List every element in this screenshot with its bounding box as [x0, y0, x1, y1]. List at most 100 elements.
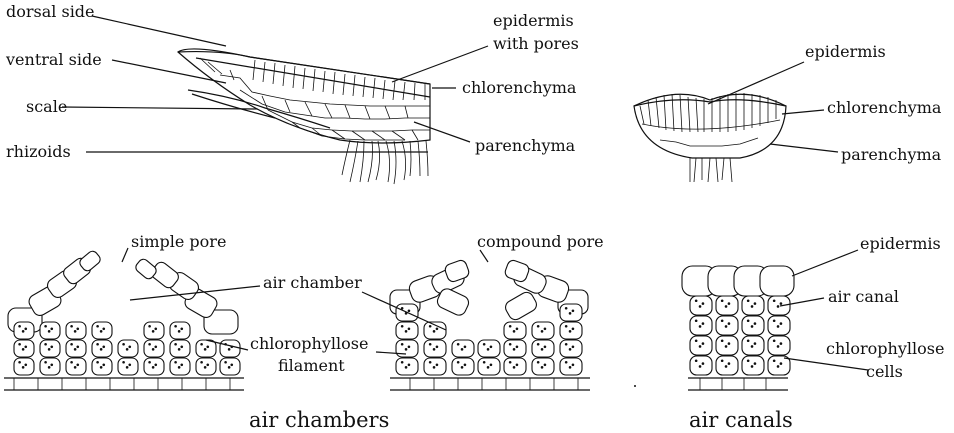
chloroplast — [224, 361, 227, 364]
chloroplast — [50, 328, 53, 331]
chloroplast — [22, 348, 25, 351]
chloroplast — [24, 346, 27, 349]
chloroplast — [565, 361, 568, 364]
label-chlorophyllose-filament-line2: filament — [278, 356, 345, 375]
chloroplast — [699, 305, 702, 308]
chloroplast — [725, 365, 728, 368]
chloroplast — [154, 346, 157, 349]
chloroplast — [429, 343, 432, 346]
chloroplast — [48, 330, 51, 333]
chloroplast — [401, 325, 404, 328]
chloroplast — [699, 365, 702, 368]
chloroplast — [702, 342, 705, 345]
chloroplast — [487, 366, 490, 369]
chloroplast — [780, 342, 783, 345]
chloroplast — [408, 364, 411, 367]
chloroplast — [102, 364, 105, 367]
chloroplast — [569, 366, 572, 369]
chloroplast — [754, 302, 757, 305]
chloroplast — [541, 348, 544, 351]
chloroplast — [18, 361, 21, 364]
chloroplast — [429, 325, 432, 328]
chloroplast — [405, 348, 408, 351]
chloroplast — [569, 330, 572, 333]
chloroplast — [152, 348, 155, 351]
air-chambers-detail — [4, 248, 260, 390]
chloroplast — [572, 328, 575, 331]
chloroplast — [509, 325, 512, 328]
chloroplast — [174, 361, 177, 364]
chloroplast — [200, 343, 203, 346]
chloroplast — [405, 330, 408, 333]
chloroplast — [721, 359, 724, 362]
chloroplast — [773, 319, 776, 322]
chloroplast — [18, 343, 21, 346]
chloroplast — [751, 305, 754, 308]
chloroplast — [728, 362, 731, 365]
chloroplast — [754, 342, 757, 345]
label-epidermis-with-pores-line2: with pores — [493, 34, 579, 53]
chloroplast — [457, 343, 460, 346]
chloroplast — [780, 302, 783, 305]
chloroplast — [699, 325, 702, 328]
caption-air-canals: air canals — [689, 408, 793, 432]
chloroplast — [565, 325, 568, 328]
chloroplast — [24, 364, 27, 367]
plant-cell — [716, 356, 738, 375]
chloroplast — [695, 299, 698, 302]
chloroplast — [401, 343, 404, 346]
chloroplast — [513, 348, 516, 351]
chloroplast — [695, 339, 698, 342]
chloroplast — [777, 305, 780, 308]
chloroplast — [429, 361, 432, 364]
chloroplast — [122, 361, 125, 364]
chloroplast — [780, 322, 783, 325]
plant-cell — [716, 336, 738, 355]
chloroplast — [44, 343, 47, 346]
chloroplast — [433, 348, 436, 351]
chloroplast — [436, 364, 439, 367]
label-chlorenchyma-left: chlorenchyma — [462, 78, 577, 97]
chloroplast — [180, 328, 183, 331]
chloroplast — [96, 361, 99, 364]
chloroplast — [178, 330, 181, 333]
label-scale: scale — [26, 97, 67, 116]
chloroplast — [457, 361, 460, 364]
chloroplast — [544, 364, 547, 367]
chloroplast — [200, 361, 203, 364]
chloroplast — [747, 359, 750, 362]
chloroplast — [541, 330, 544, 333]
chloroplast — [70, 361, 73, 364]
chloroplast — [178, 348, 181, 351]
chloroplast — [70, 343, 73, 346]
plant-cell — [690, 356, 712, 375]
label-epidermis-with-pores-line1: epidermis — [493, 11, 574, 30]
chloroplast — [24, 328, 27, 331]
chloroplast — [74, 330, 77, 333]
chloroplast — [728, 302, 731, 305]
chloroplast — [70, 325, 73, 328]
chloroplast — [408, 328, 411, 331]
chloroplast — [572, 310, 575, 313]
chloroplast — [751, 325, 754, 328]
chloroplast — [436, 346, 439, 349]
label-ventral-side: ventral side — [5, 50, 102, 69]
chloroplast — [436, 328, 439, 331]
chloroplast — [102, 328, 105, 331]
chloroplast — [483, 361, 486, 364]
chloroplast — [126, 366, 129, 369]
chloroplast — [509, 343, 512, 346]
chloroplast — [230, 364, 233, 367]
chloroplast — [50, 346, 53, 349]
chloroplast — [180, 346, 183, 349]
chloroplast — [44, 325, 47, 328]
chloroplast — [777, 345, 780, 348]
plant-cell — [760, 266, 794, 296]
chloroplast — [76, 346, 79, 349]
chloroplast — [152, 330, 155, 333]
chloroplast — [148, 325, 151, 328]
chloroplast — [747, 319, 750, 322]
chloroplast — [516, 364, 519, 367]
label-dorsal-side: dorsal side — [6, 2, 95, 21]
